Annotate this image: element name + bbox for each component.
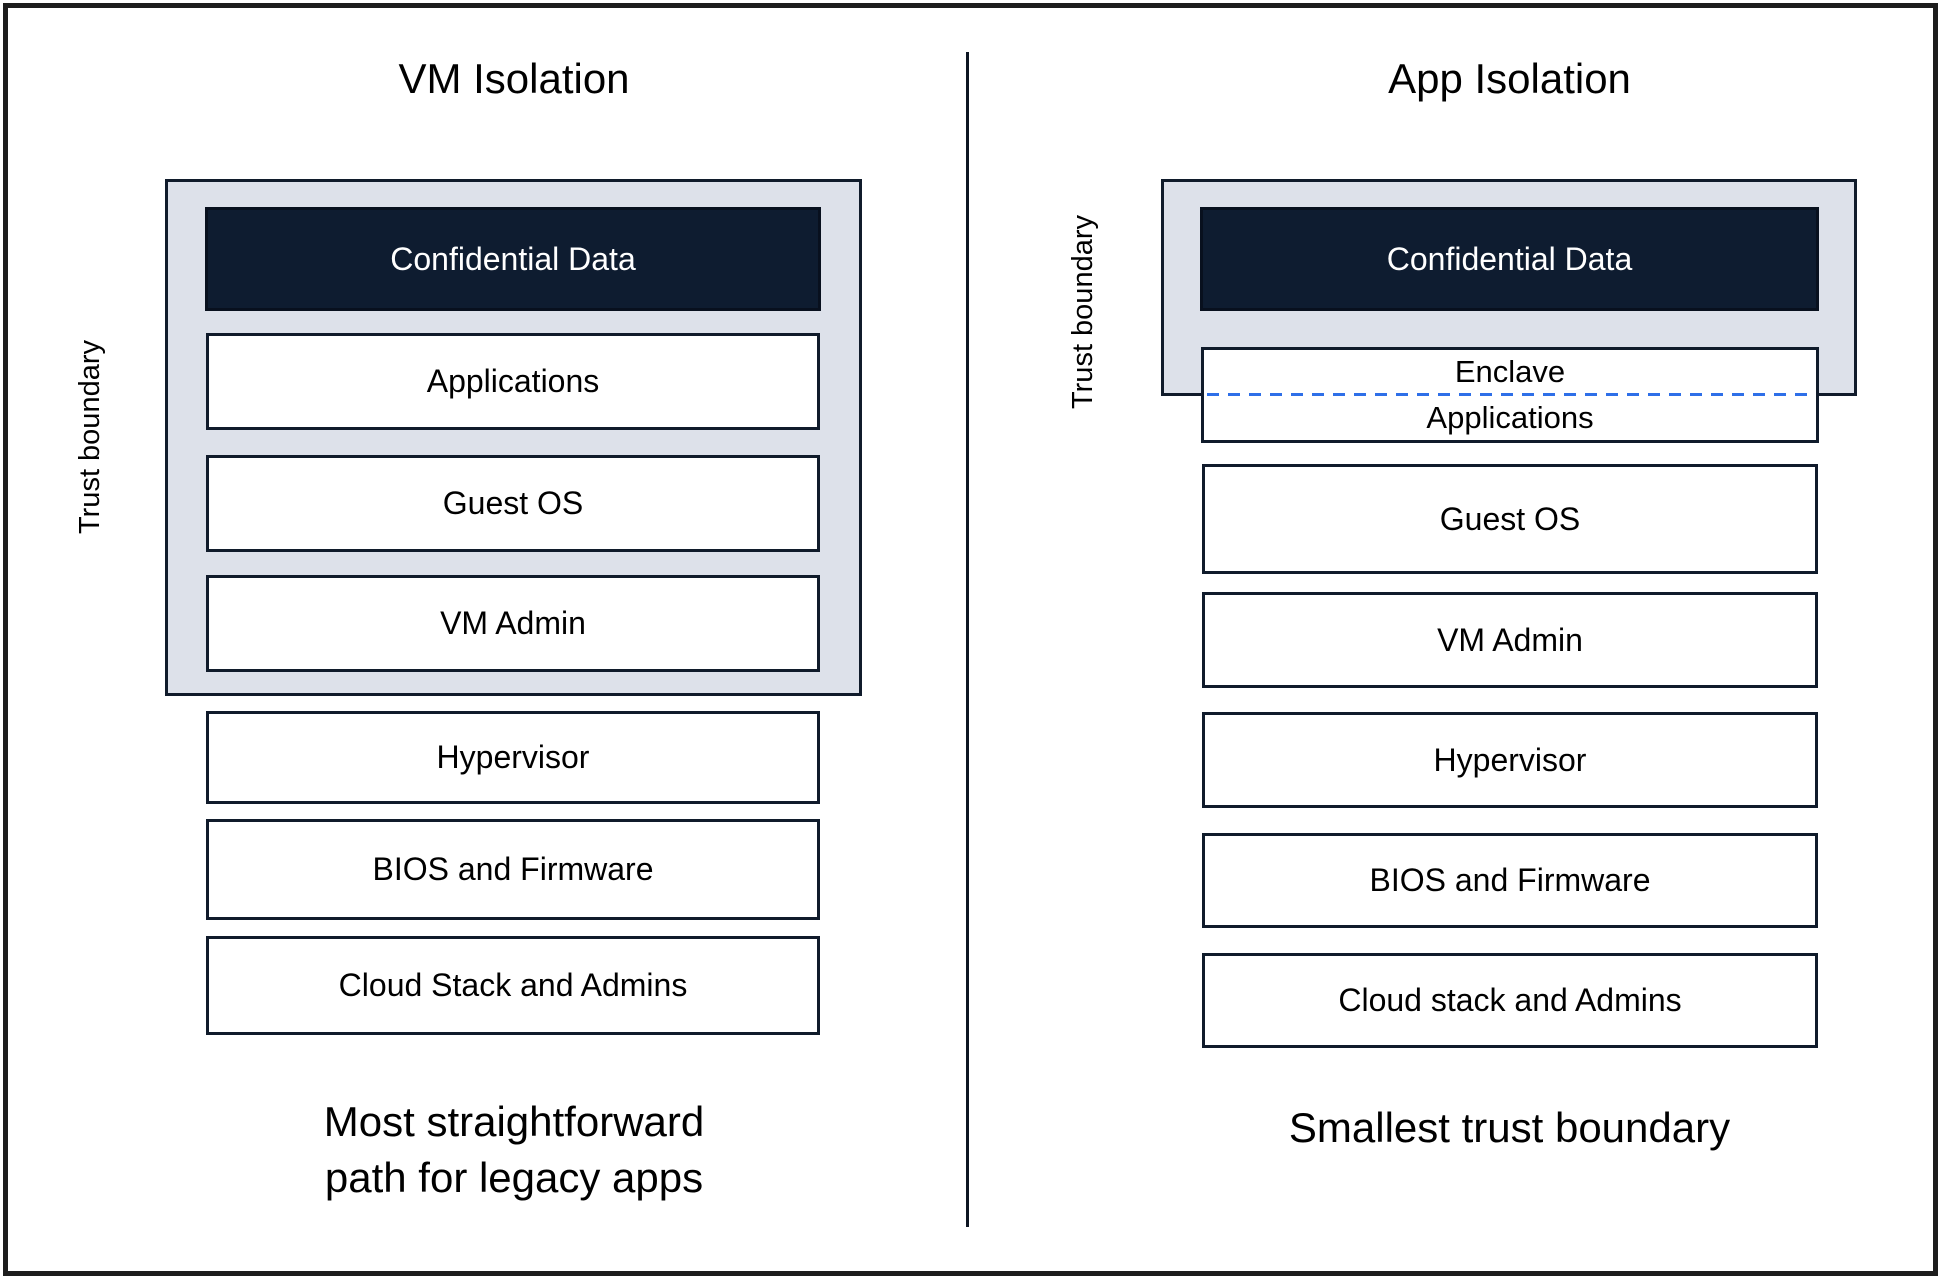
app-guest-os-box: Guest OS: [1202, 464, 1818, 574]
figure-border: [3, 3, 1938, 1276]
app-isolation-title: App Isolation: [1388, 55, 1631, 102]
vm-isolation-title: VM Isolation: [398, 55, 630, 102]
vm-isolation-caption: Most straightforward path for legacy app…: [165, 1094, 863, 1206]
vm-caption-line-1: Most straightforward: [323, 1098, 705, 1145]
vm-guest-os-box: Guest OS: [206, 455, 820, 552]
vm-hypervisor-box: Hypervisor: [206, 711, 820, 804]
app-trust-boundary-label: Trust boundary: [1067, 215, 1099, 409]
vm-cloud-stack-box: Cloud Stack and Admins: [206, 936, 820, 1035]
vm-confidential-data-box: Confidential Data: [205, 207, 821, 311]
center-divider-line: [966, 52, 969, 1227]
vm-caption-line-2: path for legacy apps: [324, 1154, 704, 1201]
app-isolation-caption: Smallest trust boundary: [1288, 1104, 1731, 1151]
enclave-boundary-dashed-line: [1207, 393, 1813, 396]
app-cloud-stack-box: Cloud stack and Admins: [1202, 953, 1818, 1048]
app-vm-admin-box: VM Admin: [1202, 592, 1818, 688]
vm-bios-firmware-box: BIOS and Firmware: [206, 819, 820, 920]
vm-admin-box: VM Admin: [206, 575, 820, 672]
app-confidential-data-box: Confidential Data: [1200, 207, 1819, 311]
app-enclave-applications-box: Enclave Applications: [1201, 347, 1819, 443]
vm-trust-boundary-label: Trust boundary: [74, 340, 106, 534]
enclave-applications-label: Applications: [1426, 400, 1594, 435]
app-hypervisor-box: Hypervisor: [1202, 712, 1818, 808]
enclave-label: Enclave: [1454, 354, 1566, 389]
vm-applications-box: Applications: [206, 333, 820, 430]
app-bios-firmware-box: BIOS and Firmware: [1202, 833, 1818, 928]
